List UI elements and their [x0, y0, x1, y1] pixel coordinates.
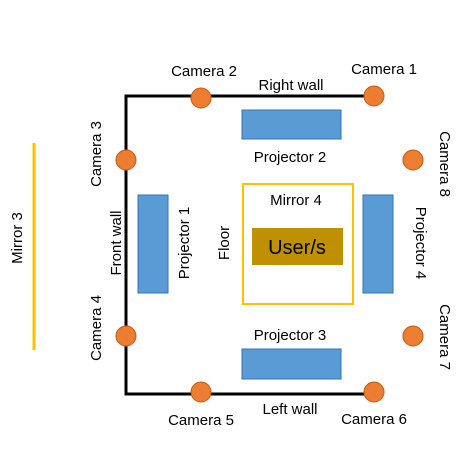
right-wall-label: Right wall: [258, 77, 323, 94]
camera-4-label: Camera 4: [88, 295, 105, 361]
mirror-3-label: Mirror 3: [9, 212, 26, 264]
camera-8-label: Camera 8: [436, 131, 453, 197]
camera-1-label: Camera 1: [351, 61, 417, 78]
projector-3-box: [241, 348, 342, 380]
room-walls: [124, 94, 374, 396]
camera-7-label: Camera 7: [436, 304, 453, 370]
projector-2-label: Projector 2: [254, 149, 327, 166]
mirror-4-label: Mirror 4: [270, 192, 322, 209]
projector-2-box: [241, 109, 342, 140]
mirror-4-box: [242, 183, 354, 305]
camera-6-label: Camera 6: [341, 411, 407, 428]
camera-2-label: Camera 2: [171, 63, 237, 80]
user-label: User/s: [268, 237, 326, 259]
user-box: [252, 228, 343, 265]
camera-4-dot: [115, 325, 137, 347]
camera-3-label: Camera 3: [88, 121, 105, 187]
projector-1-box: [137, 194, 169, 294]
camera-6-dot: [363, 381, 385, 403]
left-wall-label: Left wall: [262, 401, 317, 418]
camera-3-dot: [115, 149, 137, 171]
projector-1-label: Projector 1: [176, 207, 193, 280]
camera-7-dot: [402, 325, 424, 347]
projector-3-label: Projector 3: [254, 327, 327, 344]
floor-label: Floor: [216, 226, 233, 260]
front-wall-label: Front wall: [108, 210, 125, 275]
camera-1-dot: [363, 85, 385, 107]
camera-8-dot: [402, 149, 424, 171]
camera-5-dot: [190, 381, 212, 403]
projector-4-box: [362, 194, 394, 294]
projector-4-label: Projector 4: [412, 207, 429, 280]
camera-2-dot: [190, 87, 212, 109]
camera-5-label: Camera 5: [168, 412, 234, 429]
